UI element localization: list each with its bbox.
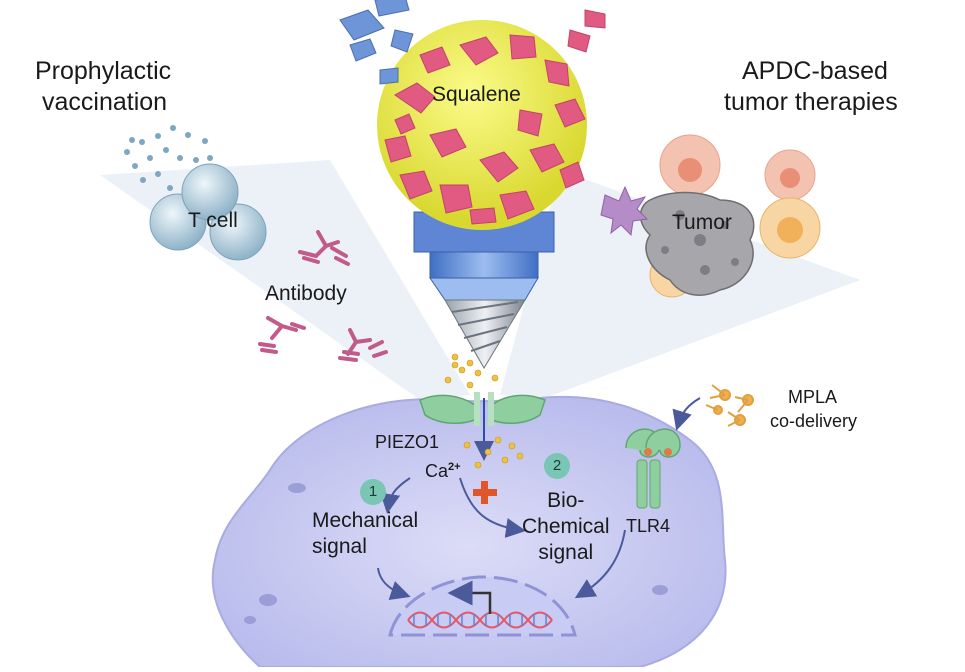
antibody-icon xyxy=(258,230,388,362)
signal-arrows xyxy=(377,397,701,601)
t-cell-label: T cell xyxy=(188,209,238,232)
cell-vesicles xyxy=(244,483,668,624)
biochemical-line1: Bio- xyxy=(547,489,585,512)
apdc-therapies-label: APDC-based tumor therapies xyxy=(724,56,898,118)
step-badges xyxy=(360,453,570,505)
mpla-line1: MPLA xyxy=(788,387,838,407)
mechanical-signal-label: Mechanical signal xyxy=(312,508,418,560)
prophylactic-line1: Prophylactic xyxy=(35,57,172,85)
tumor-label: Tumor xyxy=(672,211,732,234)
calcium-label: Ca2+ xyxy=(425,456,461,482)
calcium-charge: 2+ xyxy=(448,461,461,473)
step-2-number: 2 xyxy=(552,457,562,474)
dna-icon xyxy=(407,580,553,629)
mpla-line2: co-delivery xyxy=(770,411,858,431)
drill-icon xyxy=(413,211,555,369)
step-1-number: 1 xyxy=(368,483,378,500)
squalene-label: Squalene xyxy=(432,83,521,106)
biochemical-line3: signal xyxy=(538,541,594,564)
mechanical-line1: Mechanical xyxy=(312,509,419,532)
prophylactic-line2: vaccination xyxy=(42,88,168,116)
prophylactic-vaccination-label: Prophylactic vaccination xyxy=(35,56,171,118)
tlr4-label: TLR4 xyxy=(626,516,671,536)
calcium-symbol: Ca xyxy=(425,461,449,481)
mpla-icon xyxy=(705,384,754,427)
squalene-nanoparticle xyxy=(339,0,606,230)
tumor-cell-icon xyxy=(600,134,821,298)
t-cell-icon xyxy=(124,125,267,261)
plus-icon xyxy=(473,481,497,504)
antibody-label: Antibody xyxy=(265,282,347,305)
mechanical-line2: signal xyxy=(312,535,367,558)
mpla-label: MPLA co-delivery xyxy=(770,385,857,433)
biochemical-signal-label: Bio- Chemical signal xyxy=(522,488,610,566)
piezo1-label: PIEZO1 xyxy=(375,432,440,452)
apdc-line2: tumor therapies xyxy=(724,88,898,116)
piezo1-channel-icon xyxy=(419,392,546,426)
tlr4-receptor-icon xyxy=(625,428,681,509)
calcium-ions xyxy=(444,353,524,469)
biochemical-line2: Chemical xyxy=(522,515,610,538)
apdc-line1: APDC-based xyxy=(742,57,888,85)
